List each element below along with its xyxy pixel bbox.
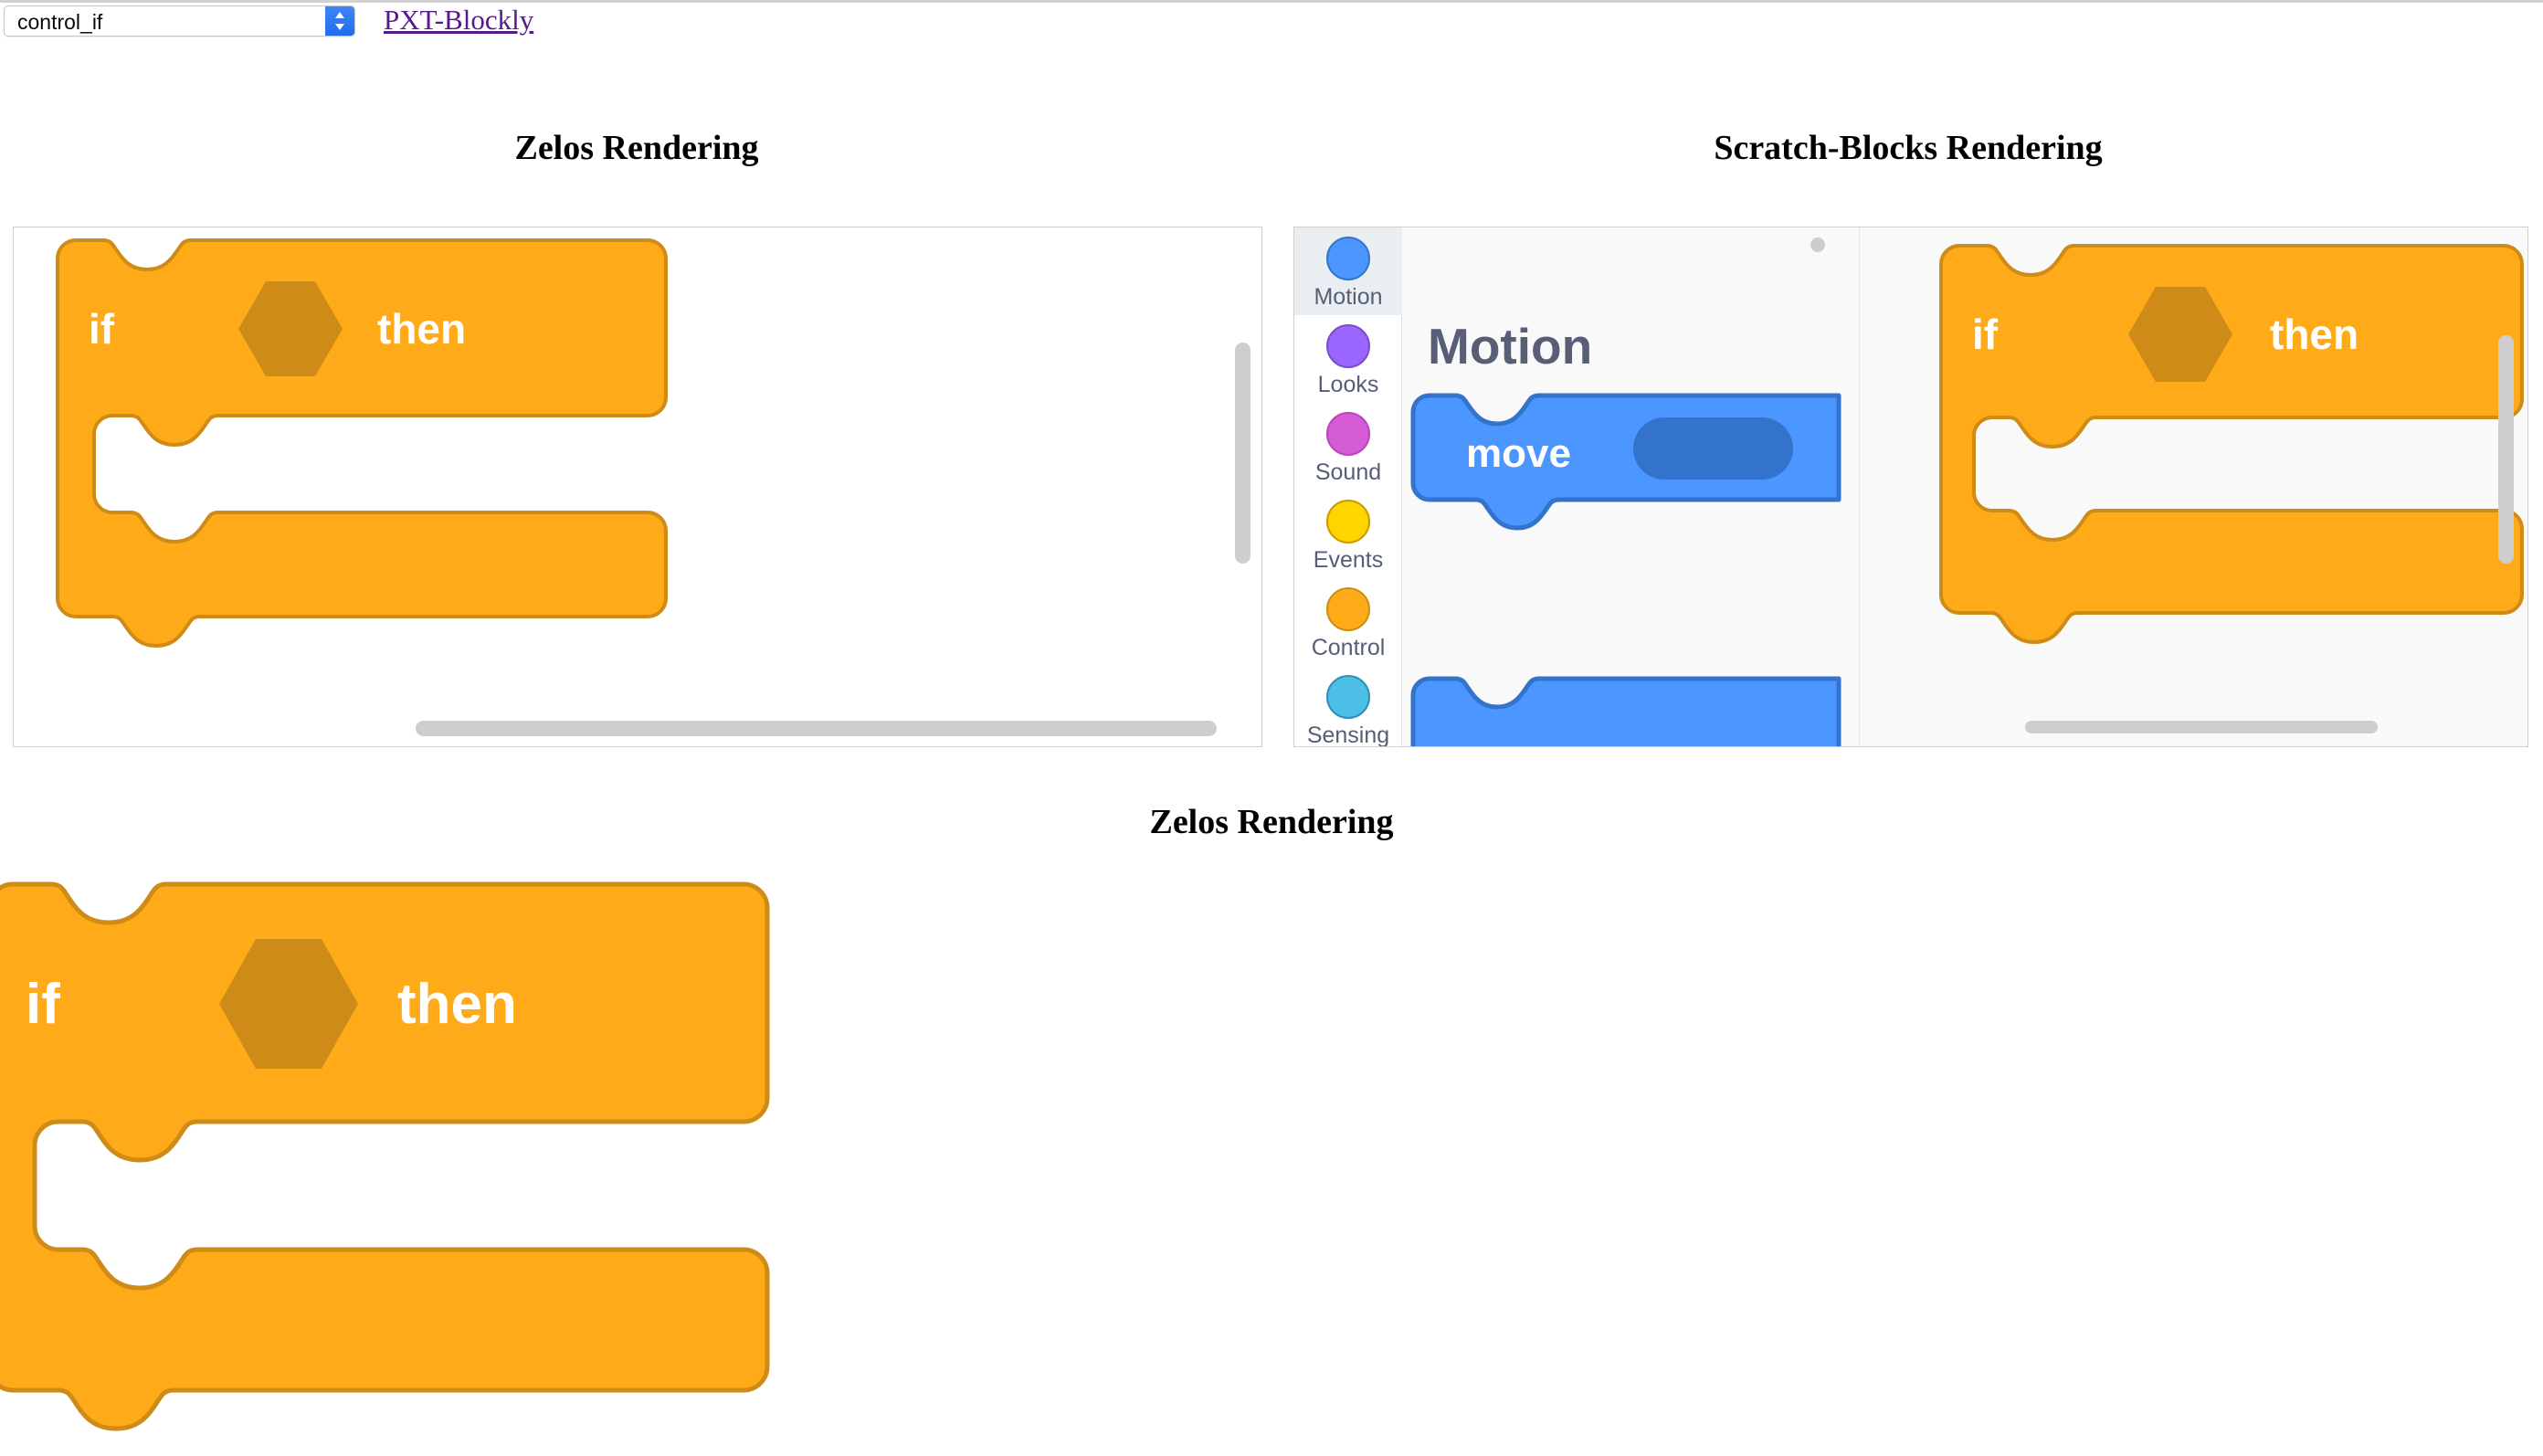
toolbox-category-label: Sensing [1306, 723, 1390, 747]
top-toolbar: control_if PXT-Blockly [0, 0, 2543, 43]
flyout-scroll-dot [1810, 237, 1825, 252]
scratch-horizontal-scrollbar[interactable] [2025, 721, 2378, 733]
zelos-block-label-then: then [377, 305, 466, 353]
scratch-flyout[interactable]: Motion move [1402, 227, 1860, 746]
zelos-bottom-block-label-then: then [397, 973, 517, 1036]
heading-zelos-rendering-top: Zelos Rendering [514, 129, 759, 167]
toolbox-category-control[interactable]: Control [1294, 578, 1402, 666]
toolbox-category-label: Sound [1314, 459, 1382, 485]
zelos-block-label-if: if [89, 305, 115, 353]
heading-zelos-rendering-bottom: Zelos Rendering [1149, 803, 1394, 841]
toolbox-category-label: Events [1313, 547, 1384, 573]
scratch-vertical-scrollbar[interactable] [2498, 335, 2514, 564]
zelos-bottom-block-label-if: if [26, 973, 60, 1036]
scratch-block-label-if: if [1972, 311, 1999, 358]
zelos-horizontal-scrollbar[interactable] [416, 721, 1217, 736]
zelos-workspace-panel[interactable]: if then [13, 227, 1262, 747]
looks-category-icon [1326, 324, 1370, 368]
events-category-icon [1326, 500, 1370, 543]
zelos-boolean-input-slot[interactable] [238, 281, 343, 376]
sound-category-icon [1326, 412, 1370, 456]
toolbox-category-label: Looks [1317, 372, 1379, 397]
toolbox-category-motion[interactable]: Motion [1294, 227, 1402, 315]
toolbox-category-label: Motion [1314, 284, 1383, 310]
scratch-boolean-input-slot[interactable] [2128, 287, 2232, 382]
zelos-bottom-control-if-block[interactable]: if then [0, 881, 804, 1432]
move-steps-number-input[interactable] [1633, 417, 1793, 480]
zelos-bottom-boolean-input-slot[interactable] [219, 939, 358, 1069]
toolbox-category-sound[interactable]: Sound [1294, 403, 1402, 491]
flyout-category-heading: Motion [1428, 318, 1593, 375]
toolbox-category-events[interactable]: Events [1294, 491, 1402, 578]
zelos-control-if-block[interactable]: if then [50, 238, 708, 648]
move-block-label: move [1466, 431, 1571, 476]
scratch-toolbox[interactable]: Motion Looks Sound Events Control Sensin [1294, 227, 1402, 746]
pxt-blockly-link[interactable]: PXT-Blockly [384, 4, 534, 36]
toolbox-category-label: Control [1311, 635, 1386, 660]
scratch-control-if-block[interactable]: if then [1934, 244, 2528, 644]
block-type-select-value: control_if [17, 10, 103, 34]
zelos-vertical-scrollbar[interactable] [1235, 343, 1250, 564]
toolbox-category-looks[interactable]: Looks [1294, 315, 1402, 403]
control-category-icon [1326, 587, 1370, 631]
heading-scratch-blocks-rendering: Scratch-Blocks Rendering [1714, 129, 2103, 167]
chevron-up-down-icon[interactable] [325, 6, 354, 36]
sensing-category-icon [1326, 675, 1370, 719]
scratch-workspace-panel[interactable]: Motion Looks Sound Events Control Sensin [1293, 227, 2528, 747]
flyout-motion-block-partial[interactable] [1409, 675, 1841, 746]
block-type-select[interactable]: control_if [4, 5, 355, 37]
toolbox-category-sensing[interactable]: Sensing [1294, 666, 1402, 747]
motion-category-icon [1326, 237, 1370, 280]
zelos-bottom-stage: if then [0, 857, 2543, 1456]
flyout-motion-move-block[interactable]: move [1409, 392, 1841, 538]
scratch-block-label-then: then [2270, 311, 2358, 358]
